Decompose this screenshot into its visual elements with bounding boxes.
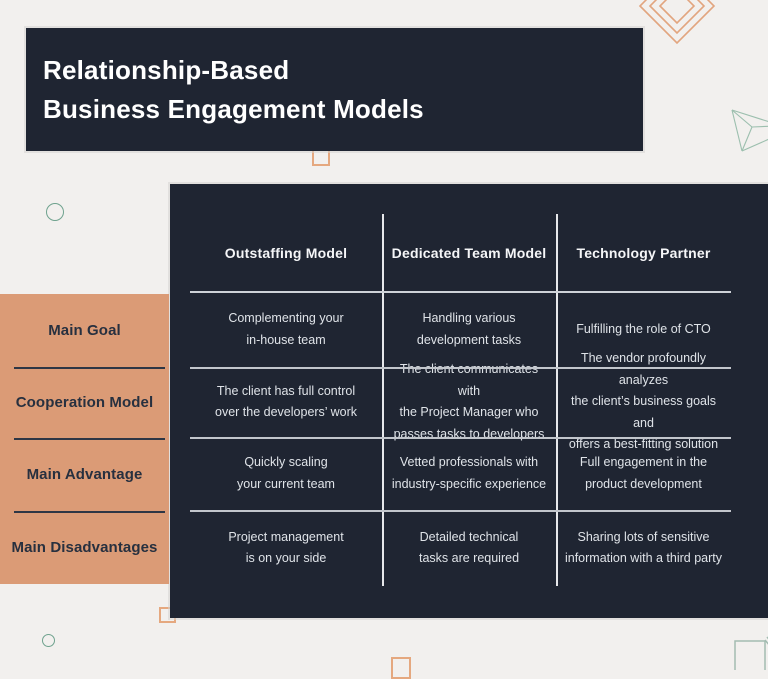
column-divider: [382, 214, 384, 586]
row-divider: [190, 367, 731, 369]
cell-cooperation-dedicated: The client communicates with the Project…: [393, 362, 545, 441]
row-divider: [190, 437, 731, 439]
row-label-main-advantage: Main Advantage: [26, 466, 143, 483]
cell-disadvantage-outstaffing: Project management is on your side: [228, 529, 344, 566]
column-header-dedicated-team: Dedicated Team Model: [391, 245, 547, 261]
sidebar-divider: [14, 367, 165, 369]
sidebar-divider: [14, 438, 165, 440]
column-divider: [556, 214, 558, 586]
cell-disadvantage-partner: Sharing lots of sensitive information wi…: [564, 529, 722, 566]
header-divider: [190, 291, 731, 293]
nested-diamonds-icon: [638, 0, 716, 45]
cell-cooperation-partner: The vendor profoundly analyzes the clien…: [568, 351, 719, 452]
row-label-main-disadvantages: Main Disadvantages: [11, 539, 158, 556]
row-label-sidebar: Main Goal Cooperation Model Main Advanta…: [0, 294, 169, 584]
cell-main-goal-outstaffing: Complementing your in-house team: [228, 311, 344, 347]
circle-outline-icon: [42, 634, 55, 647]
circle-outline-icon: [46, 203, 64, 221]
paper-plane-icon: [731, 109, 768, 152]
row-label-main-goal: Main Goal: [48, 322, 121, 339]
cell-advantage-partner: Full engagement in the product developme…: [579, 455, 708, 491]
page-corner-icon: [734, 636, 768, 670]
comparison-table: Outstaffing Model Dedicated Team Model T…: [170, 184, 768, 618]
cell-cooperation-outstaffing: The client has full control over the dev…: [215, 383, 357, 420]
cell-advantage-dedicated: Vetted professionals with industry-speci…: [391, 455, 547, 491]
square-outline-icon: [391, 657, 411, 679]
cell-main-goal-dedicated: Handling various development tasks: [416, 311, 522, 347]
title-banner: Relationship-Based Business Engagement M…: [26, 28, 643, 151]
row-label-cooperation-model: Cooperation Model: [15, 394, 154, 411]
cell-advantage-outstaffing: Quickly scaling your current team: [237, 455, 335, 491]
page-title-line1: Relationship-Based: [43, 54, 290, 85]
row-divider: [190, 510, 731, 512]
column-header-technology-partner: Technology Partner: [576, 245, 711, 261]
cell-main-goal-partner: Fulfilling the role of CTO: [576, 321, 711, 336]
column-header-outstaffing: Outstaffing Model: [224, 245, 348, 261]
page-title-line2: Business Engagement Models: [43, 93, 424, 124]
table-grid: Outstaffing Model Dedicated Team Model T…: [190, 184, 731, 586]
sidebar-divider: [14, 511, 165, 513]
cell-disadvantage-dedicated: Detailed technical tasks are required: [418, 529, 520, 566]
